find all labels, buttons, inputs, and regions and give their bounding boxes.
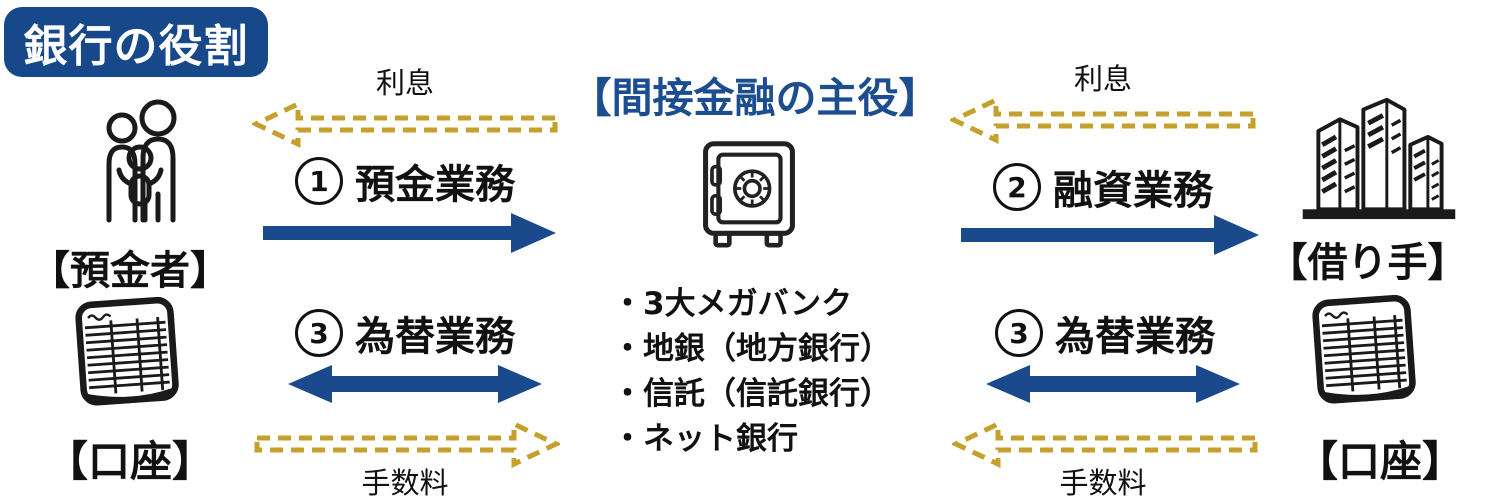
- depositor-label: 【預金者】: [30, 248, 230, 294]
- deposit-number-badge: 1: [295, 157, 343, 205]
- safe-icon: [701, 138, 797, 250]
- left-fee-dashed-arrow-icon: [254, 420, 560, 468]
- right-exchange-number-badge: 3: [995, 309, 1043, 357]
- loan-flow-row: 2 融資業務: [948, 158, 1258, 216]
- bank-list: ・3大メガバンク ・地銀（地方銀行） ・信託（信託銀行） ・ネット銀行: [612, 282, 957, 462]
- right-interest-dashed-arrow-icon: [950, 96, 1256, 144]
- right-exchange-flow-row: 3 為替業務: [950, 304, 1260, 362]
- loan-arrow-icon: [961, 213, 1261, 257]
- buildings-icon: [1300, 90, 1458, 222]
- deposit-label: 預金業務: [355, 162, 515, 208]
- bank-list-item: ・信託（信託銀行）: [612, 376, 891, 412]
- bank-list-item: ・3大メガバンク: [612, 286, 853, 322]
- right-fee-label: 手数料: [1059, 466, 1147, 500]
- left-fee-label: 手数料: [361, 466, 449, 500]
- left-interest-dashed-arrow-icon: [252, 100, 558, 148]
- family-icon: [95, 98, 185, 228]
- left-interest-label: 利息: [375, 66, 434, 100]
- right-fee-dashed-arrow-icon: [952, 420, 1258, 468]
- loan-number-badge: 2: [993, 163, 1041, 211]
- right-interest-label: 利息: [1073, 62, 1132, 96]
- left-exchange-label: 為替業務: [355, 314, 515, 360]
- deposit-flow-row: 1 預金業務: [250, 152, 560, 210]
- left-exchange-number-badge: 3: [295, 309, 343, 357]
- left-exchange-flow-row: 3 為替業務: [250, 304, 560, 362]
- right-exchange-double-arrow-icon: [984, 362, 1242, 406]
- right-account-label: 【口座】: [1295, 437, 1464, 486]
- borrower-label: 【借り手】: [1267, 240, 1468, 286]
- right-exchange-label: 為替業務: [1055, 314, 1215, 360]
- center-heading: 【間接金融の主役】: [570, 74, 940, 122]
- title-badge-label: 銀行の役割: [23, 21, 249, 72]
- left-account-label: 【口座】: [45, 437, 214, 486]
- title-badge: 銀行の役割: [4, 7, 268, 77]
- loan-label: 融資業務: [1053, 168, 1213, 214]
- passbook-icon: [1305, 288, 1427, 412]
- bank-list-item: ・ネット銀行: [612, 421, 798, 457]
- deposit-arrow-icon: [263, 211, 558, 255]
- passbook-icon: [68, 290, 190, 414]
- bank-list-item: ・地銀（地方銀行）: [612, 331, 891, 367]
- left-exchange-double-arrow-icon: [286, 362, 544, 406]
